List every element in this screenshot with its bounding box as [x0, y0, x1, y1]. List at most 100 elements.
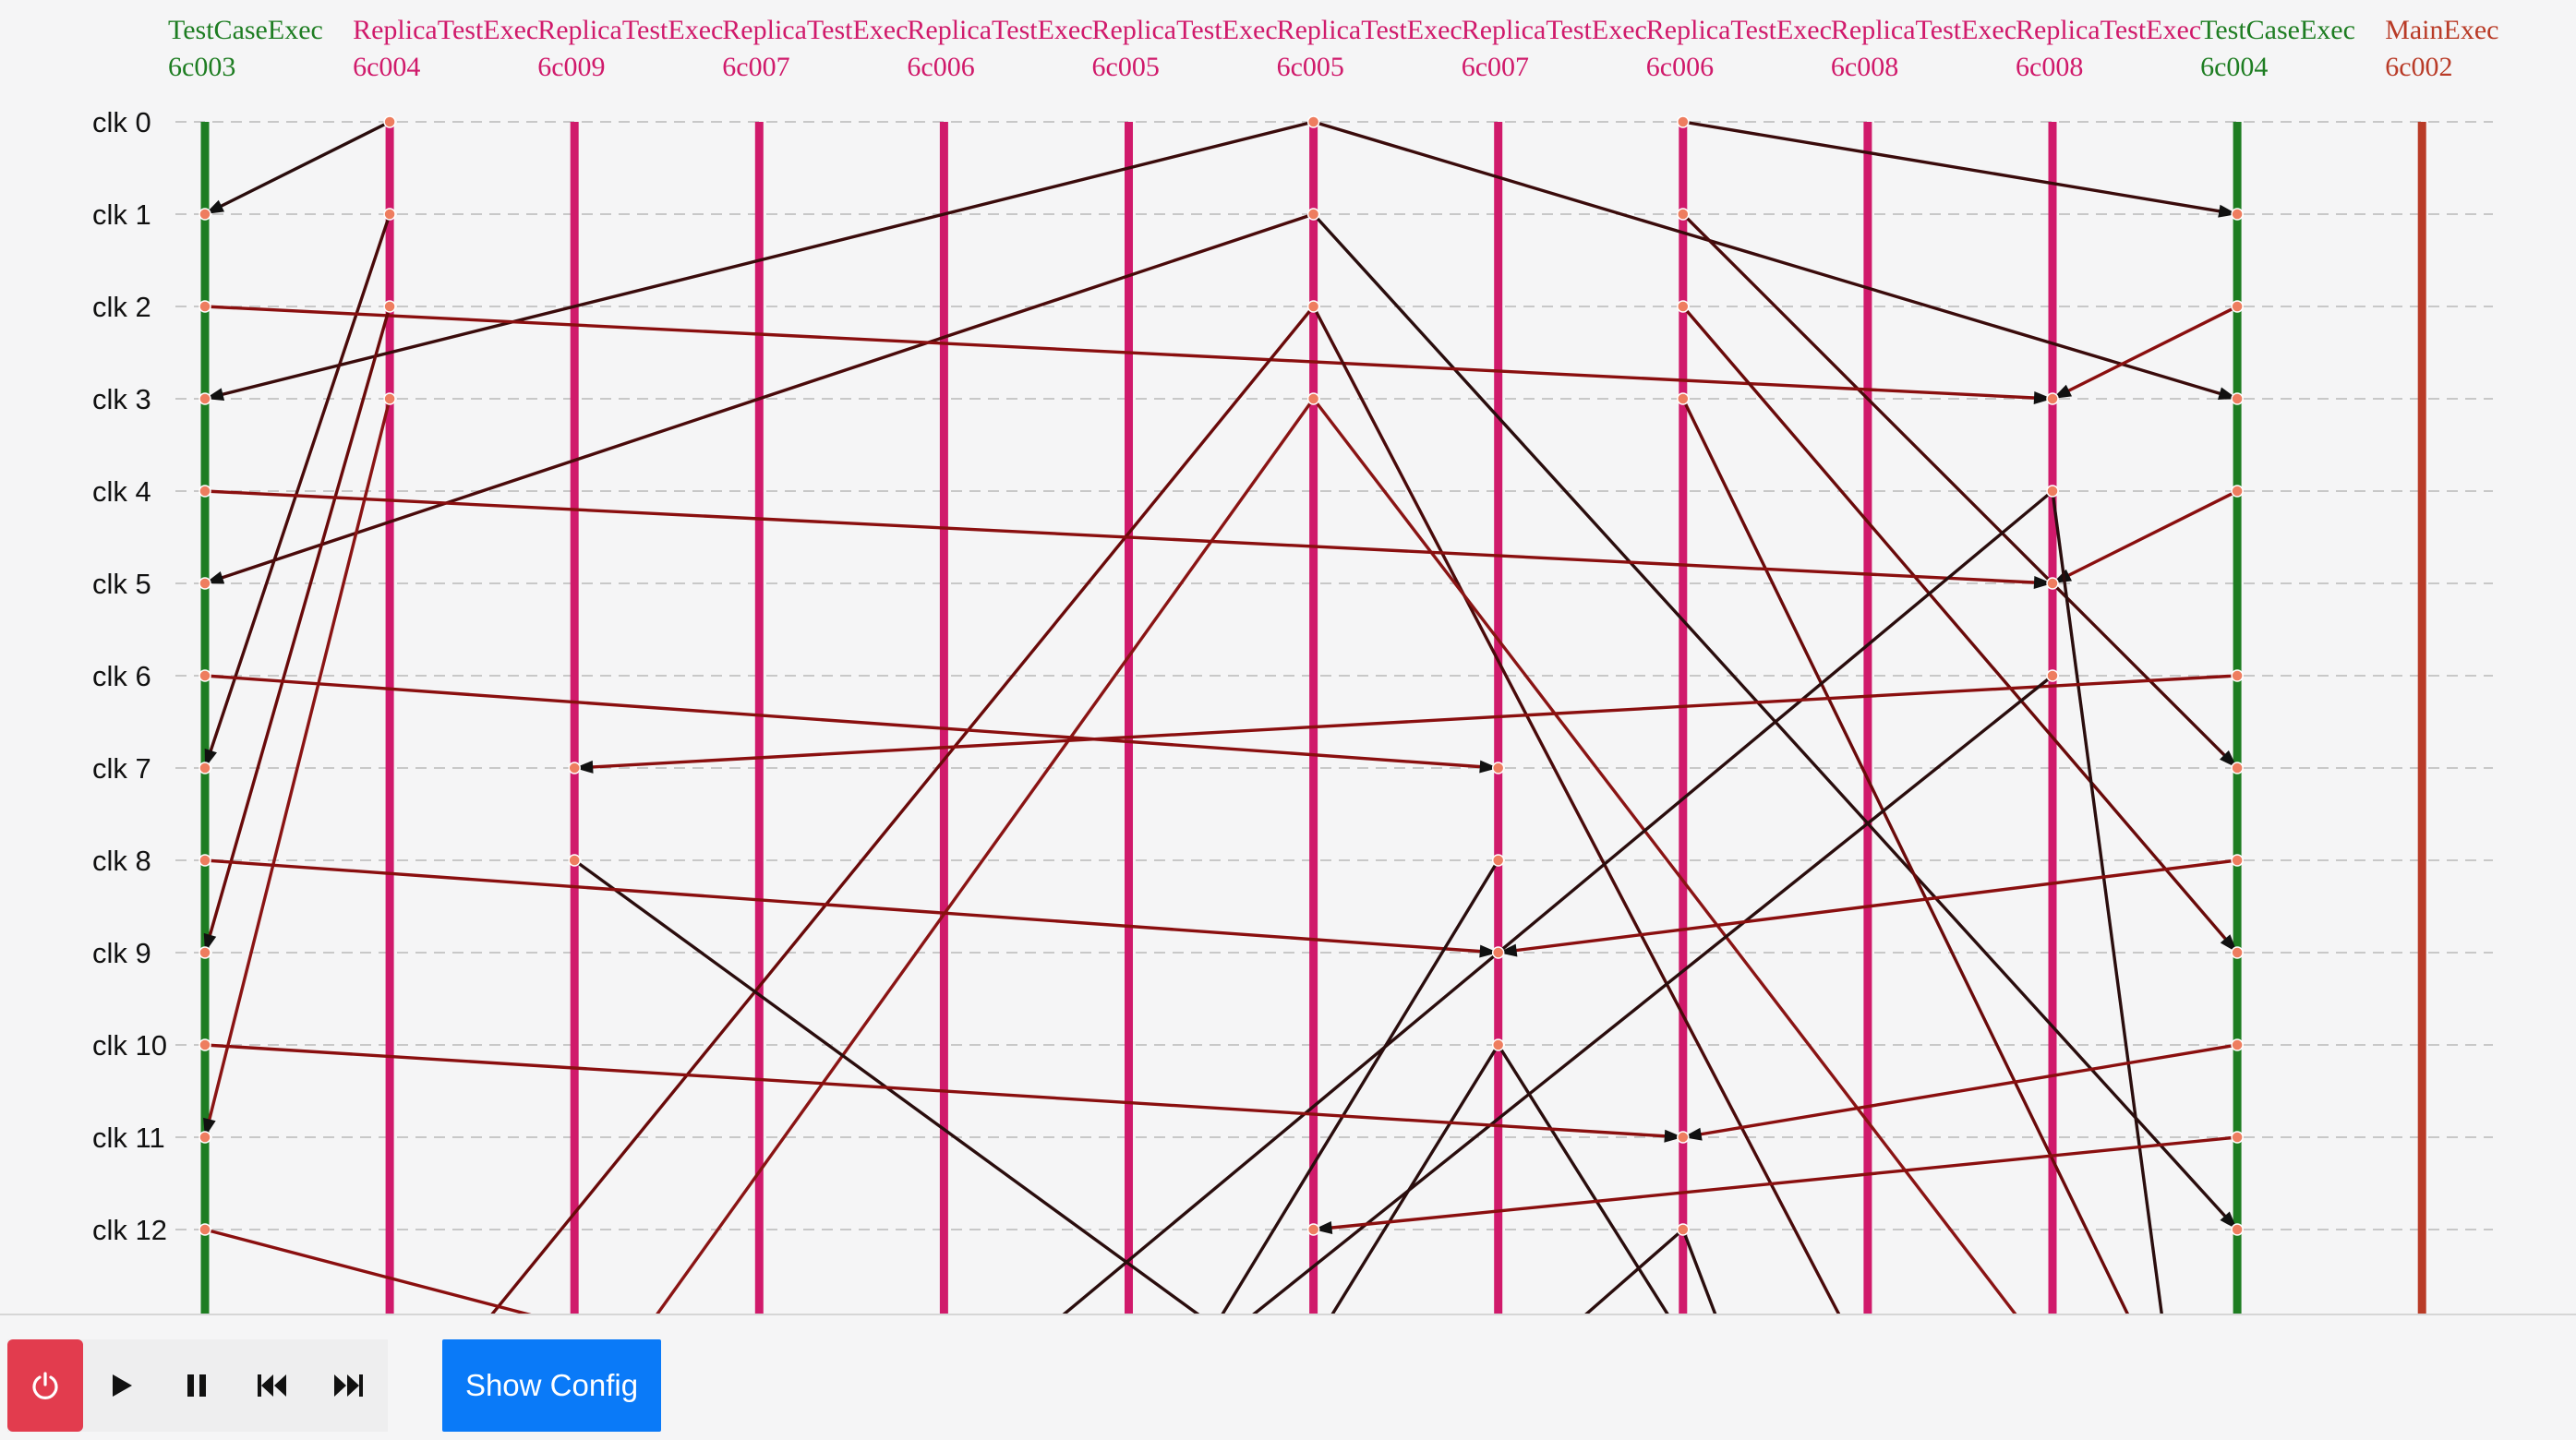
process-id-label[interactable]: 6c007 [1462, 52, 1529, 82]
show-config-button[interactable]: Show Config [442, 1339, 661, 1432]
message-line[interactable] [1498, 858, 2238, 954]
event-dot[interactable] [568, 762, 581, 774]
message-line[interactable] [2051, 490, 2163, 1314]
message-line[interactable] [1313, 120, 2238, 401]
event-dot[interactable] [199, 1223, 211, 1236]
message-line[interactable] [204, 212, 1315, 585]
message-line[interactable] [1682, 120, 2238, 216]
event-dot[interactable] [1306, 392, 1320, 405]
event-dot[interactable] [199, 946, 211, 959]
process-name-label[interactable]: ReplicaTestExec [1831, 15, 2016, 45]
process-name-label[interactable]: TestCaseExec [2200, 15, 2355, 45]
message-line[interactable] [1277, 1044, 1500, 1314]
pause-button[interactable] [159, 1339, 235, 1432]
event-dot[interactable] [2046, 577, 2059, 590]
message-line[interactable] [1681, 212, 2239, 770]
message-line[interactable] [203, 306, 391, 954]
event-dot[interactable] [199, 485, 211, 498]
process-name-label[interactable]: ReplicaTestExec [1646, 15, 1832, 45]
event-dot[interactable] [383, 208, 396, 221]
process-id-label[interactable]: 6c005 [1092, 52, 1160, 82]
process-id-label[interactable]: 6c004 [353, 52, 420, 82]
message-line[interactable] [204, 305, 2053, 401]
event-dot[interactable] [1677, 392, 1690, 405]
event-dot[interactable] [2231, 946, 2244, 959]
event-dot[interactable] [2231, 208, 2244, 221]
process-id-label[interactable]: 6c007 [722, 52, 789, 82]
event-dot[interactable] [383, 300, 396, 313]
process-id-label[interactable]: 6c006 [907, 52, 974, 82]
process-name-label[interactable]: ReplicaTestExec [537, 15, 723, 45]
message-line[interactable] [1312, 306, 1886, 1314]
process-name-label[interactable]: ReplicaTestExec [907, 15, 1092, 45]
process-name-label[interactable]: ReplicaTestExec [1277, 15, 1463, 45]
message-line[interactable] [2052, 305, 2238, 401]
event-dot[interactable] [1677, 115, 1690, 128]
event-dot[interactable] [1491, 1038, 1505, 1051]
event-dot[interactable] [199, 300, 211, 313]
message-line[interactable] [1681, 305, 2239, 954]
event-dot[interactable] [199, 762, 211, 774]
skip-forward-button[interactable] [310, 1339, 386, 1432]
process-name-label[interactable]: ReplicaTestExec [2016, 15, 2201, 45]
event-dot[interactable] [1306, 1223, 1320, 1236]
process-id-label[interactable]: 6c003 [168, 52, 235, 82]
event-dot[interactable] [199, 854, 211, 867]
message-line[interactable] [1681, 398, 2145, 1314]
event-dot[interactable] [199, 669, 211, 682]
event-dot[interactable] [383, 392, 396, 405]
message-line[interactable] [482, 305, 1315, 1314]
process-id-label[interactable]: 6c004 [2200, 52, 2268, 82]
process-name-label[interactable]: ReplicaTestExec [722, 15, 908, 45]
event-dot[interactable] [1677, 208, 1690, 221]
message-line[interactable] [204, 1228, 574, 1314]
process-id-label[interactable]: 6c002 [2385, 52, 2452, 82]
event-dot[interactable] [2231, 1038, 2244, 1051]
event-dot[interactable] [199, 208, 211, 221]
process-name-label[interactable]: ReplicaTestExec [1462, 15, 1647, 45]
event-dot[interactable] [1306, 115, 1320, 128]
message-line[interactable] [1312, 397, 2025, 1314]
event-dot[interactable] [2046, 669, 2059, 682]
event-dot[interactable] [199, 392, 211, 405]
event-dot[interactable] [199, 1038, 211, 1051]
message-line[interactable] [204, 858, 1499, 954]
message-line[interactable] [1572, 1228, 1684, 1314]
event-dot[interactable] [2231, 762, 2244, 774]
event-dot[interactable] [2046, 392, 2059, 405]
message-line[interactable] [574, 674, 2238, 770]
event-dot[interactable] [1677, 1131, 1690, 1144]
event-dot[interactable] [1306, 300, 1320, 313]
event-dot[interactable] [1306, 208, 1320, 221]
message-line[interactable] [203, 213, 391, 769]
event-dot[interactable] [1491, 762, 1505, 774]
message-line[interactable] [1682, 1043, 2238, 1139]
message-line[interactable] [648, 398, 1315, 1314]
event-dot[interactable] [2231, 300, 2244, 313]
event-dot[interactable] [2231, 392, 2244, 405]
message-line[interactable] [2052, 489, 2238, 585]
event-dot[interactable] [1491, 854, 1505, 867]
message-line[interactable] [204, 489, 2053, 585]
event-dot[interactable] [568, 854, 581, 867]
message-line[interactable] [203, 398, 391, 1138]
message-line[interactable] [1129, 674, 2054, 1314]
skip-back-button[interactable] [235, 1339, 310, 1432]
process-name-label[interactable]: ReplicaTestExec [353, 15, 538, 45]
process-id-label[interactable]: 6c009 [537, 52, 605, 82]
event-dot[interactable] [2231, 669, 2244, 682]
message-line[interactable] [204, 1043, 1683, 1139]
power-button[interactable] [7, 1339, 83, 1432]
message-line[interactable] [204, 120, 391, 216]
event-dot[interactable] [2231, 485, 2244, 498]
event-dot[interactable] [1677, 300, 1690, 313]
process-id-label[interactable]: 6c005 [1277, 52, 1344, 82]
message-line[interactable] [573, 858, 1221, 1314]
process-id-label[interactable]: 6c008 [1831, 52, 1898, 82]
play-button[interactable] [83, 1339, 159, 1432]
process-name-label[interactable]: ReplicaTestExec [1092, 15, 1278, 45]
process-id-label[interactable]: 6c008 [2016, 52, 2083, 82]
event-dot[interactable] [1677, 1223, 1690, 1236]
message-line[interactable] [1681, 1229, 1720, 1314]
event-dot[interactable] [2231, 854, 2244, 867]
